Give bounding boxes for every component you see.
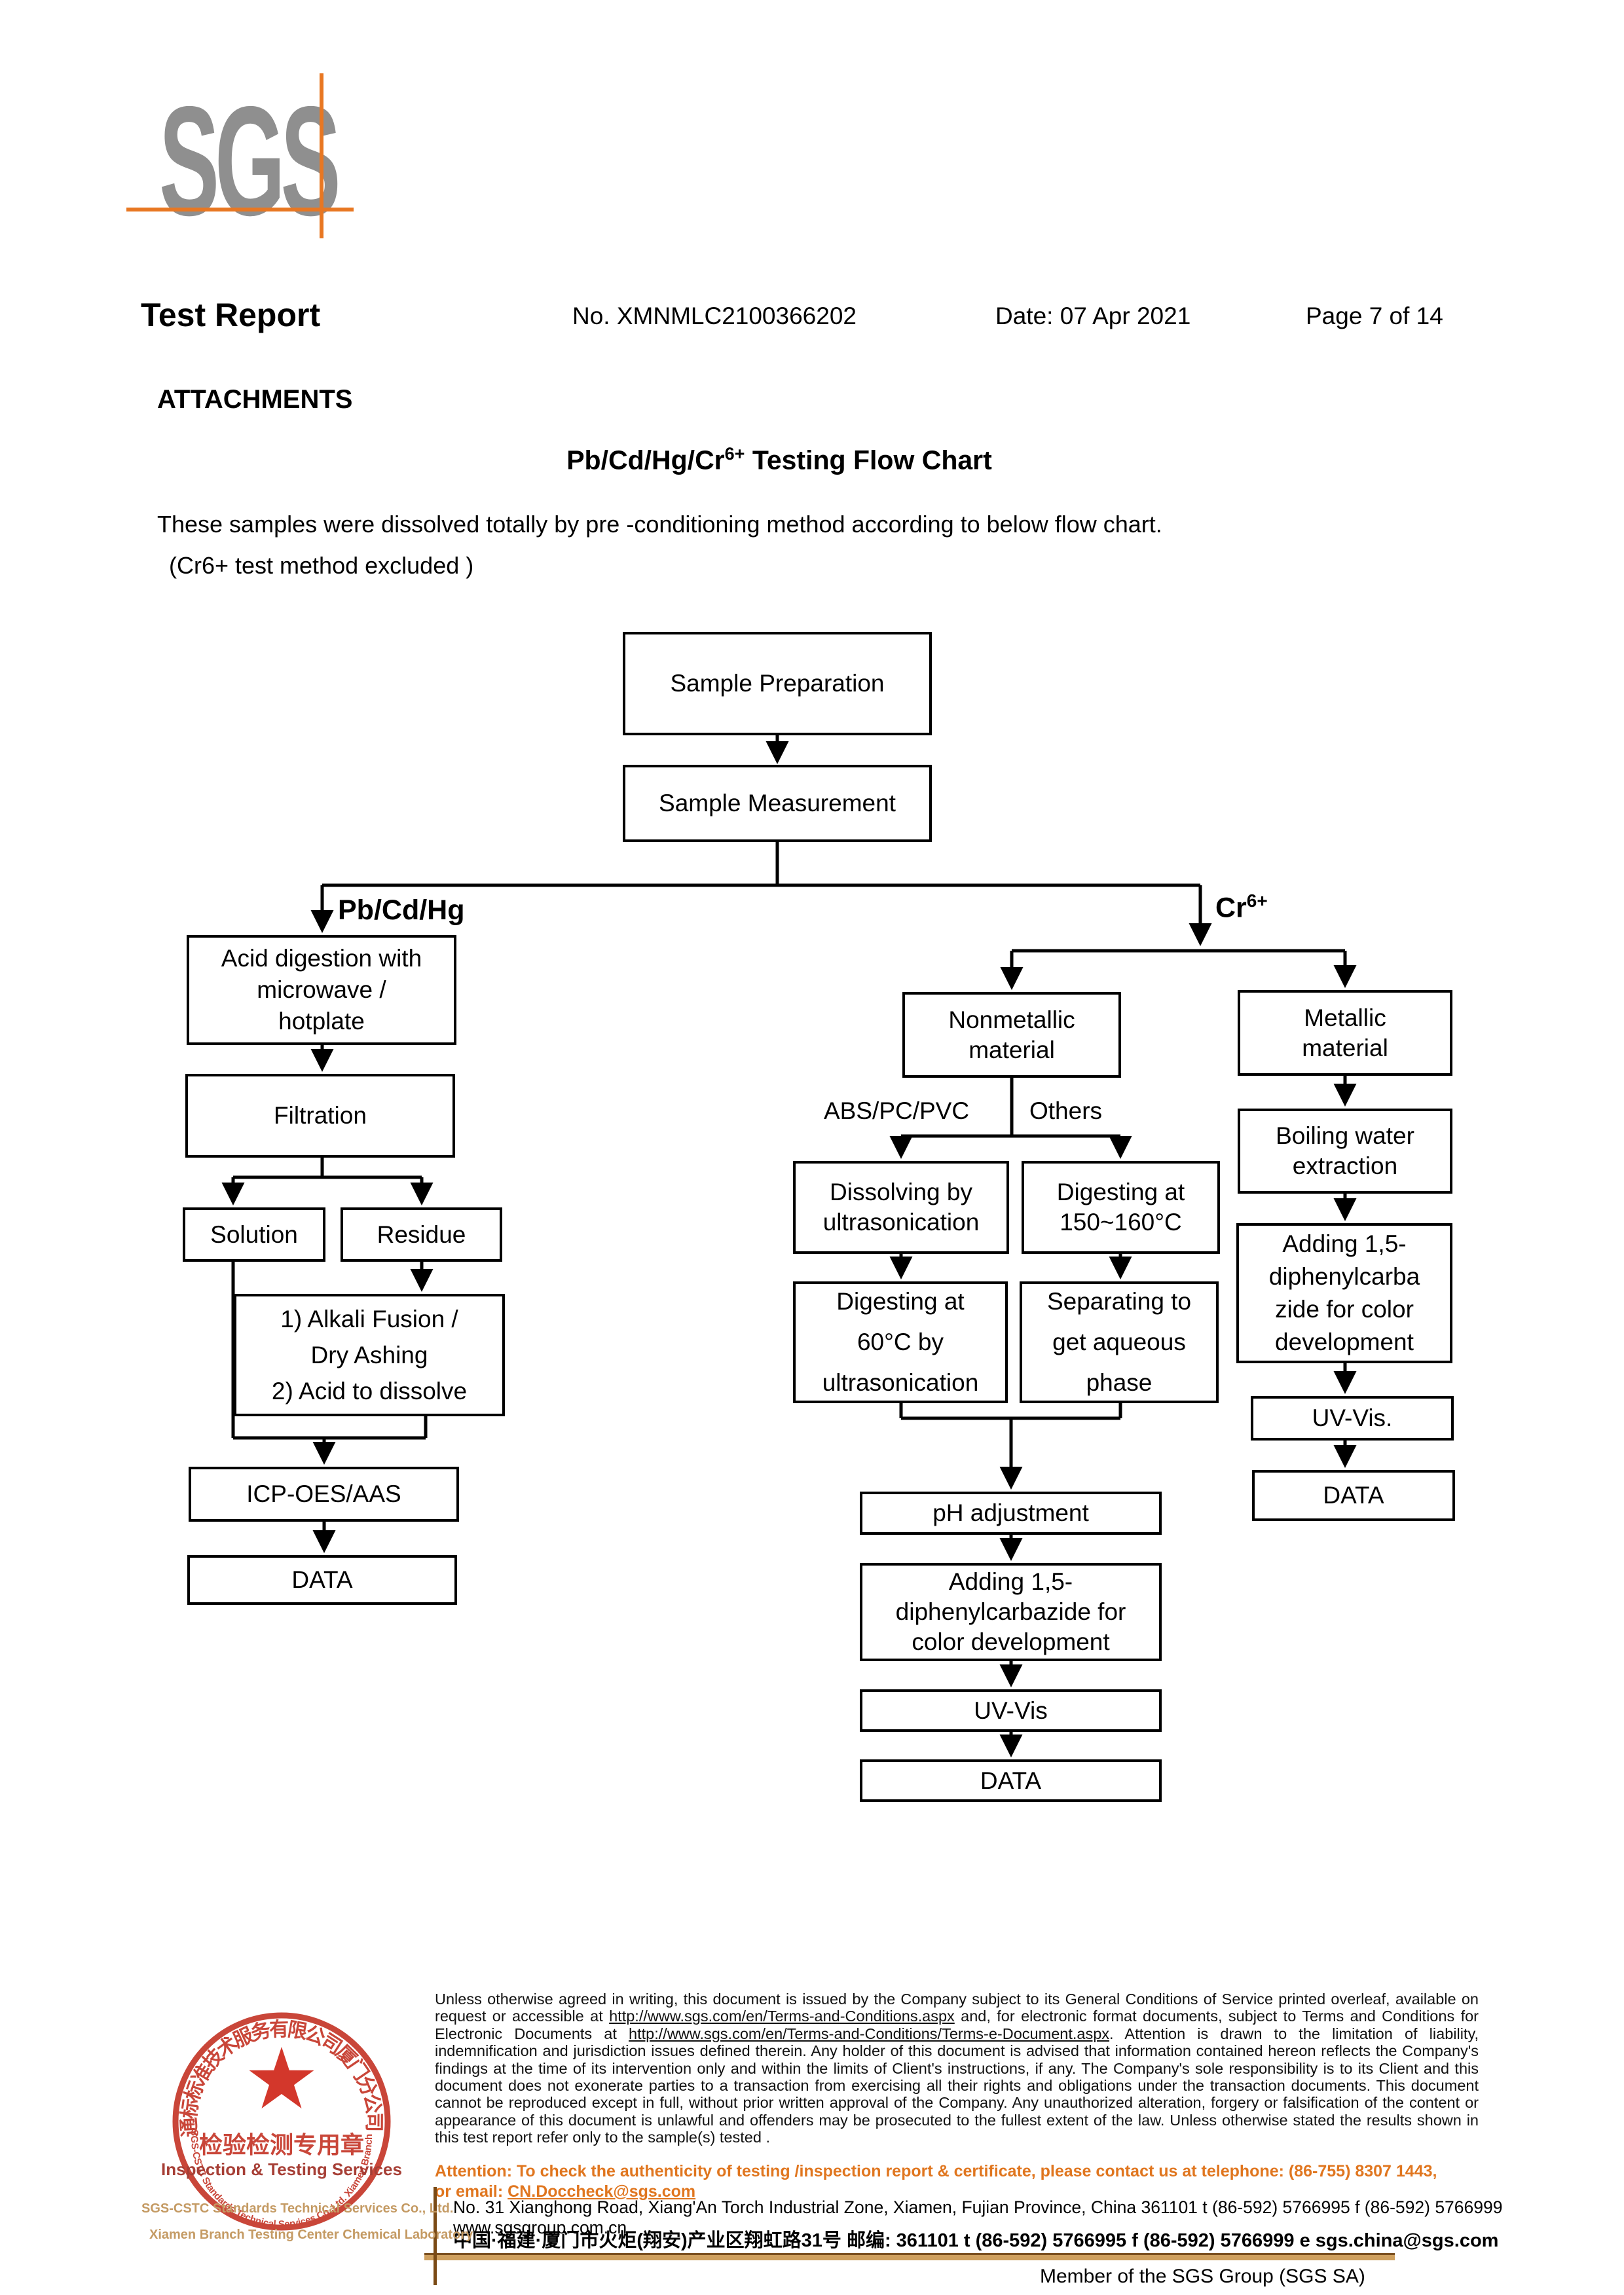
flow-box-digesting-150-160: Digesting at 150~160°C bbox=[1022, 1161, 1220, 1254]
legal-disclaimer: Unless otherwise agreed in writing, this… bbox=[435, 1991, 1479, 2146]
report-number: No. XMNMLC2100366202 bbox=[572, 303, 857, 329]
flow-box-solution: Solution bbox=[183, 1207, 325, 1262]
flow-chart-title: Pb/Cd/Hg/Cr6+ Testing Flow Chart bbox=[566, 444, 992, 475]
attention-line-2: or email: CN.Doccheck@sgs.com bbox=[435, 2182, 696, 2201]
link-text[interactable]: http://www.sgs.com/en/Terms-and-Conditio… bbox=[609, 2008, 955, 2025]
attention-line-1: Attention: To check the authenticity of … bbox=[435, 2162, 1437, 2180]
flow-box-icp-oes-aas: ICP-OES/AAS bbox=[189, 1467, 459, 1522]
page-indicator: Page 7 of 14 bbox=[1306, 303, 1443, 329]
address-chinese: 中国·福建·厦门市火炬(翔安)产业区翔虹路31号 邮编: 361101 t (8… bbox=[453, 2230, 1499, 2251]
footer-bar bbox=[424, 2253, 1395, 2260]
superscript-6plus: 6+ bbox=[724, 444, 745, 464]
description-line-2: (Cr6+ test method excluded ) bbox=[169, 552, 474, 579]
label-others: Others bbox=[1029, 1097, 1103, 1124]
stamp-center-english: Inspection & Testing Services bbox=[161, 2159, 402, 2179]
flow-box-residue: Residue bbox=[341, 1207, 502, 1262]
flow-box-data-left: DATA bbox=[187, 1555, 457, 1605]
star-icon bbox=[249, 2047, 314, 2109]
member-line: Member of the SGS Group (SGS SA) bbox=[1040, 2266, 1365, 2287]
flow-box-dissolving-ultrasonication: Dissolving by ultrasonication bbox=[793, 1161, 1009, 1254]
attachments-heading: ATTACHMENTS bbox=[157, 385, 353, 414]
flow-box-nonmetallic-material: Nonmetallic material bbox=[902, 992, 1121, 1078]
flow-box-adding-diphenylcarbazide-mid: Adding 1,5- diphenylcarbazide for color … bbox=[860, 1563, 1162, 1661]
address-divider-line bbox=[434, 2187, 437, 2285]
flow-box-uv-vis-mid: UV-Vis bbox=[860, 1689, 1162, 1732]
flow-box-acid-digestion: Acid digestion with microwave / hotplate bbox=[187, 935, 456, 1045]
report-date: Date: 07 Apr 2021 bbox=[995, 303, 1191, 329]
logo-vertical-line bbox=[320, 73, 323, 238]
link-text[interactable]: http://www.sgs.com/en/Terms-and-Conditio… bbox=[629, 2025, 1110, 2042]
description-line-1: These samples were dissolved totally by … bbox=[157, 511, 1162, 538]
flow-box-sample-measurement: Sample Measurement bbox=[623, 765, 932, 842]
flow-box-digesting-60: Digesting at 60°C by ultrasonication bbox=[793, 1281, 1008, 1403]
stamp-center-chinese: 检验检测专用章 bbox=[199, 2131, 364, 2158]
flow-box-data-mid: DATA bbox=[860, 1759, 1162, 1802]
flow-box-filtration: Filtration bbox=[185, 1074, 455, 1158]
flow-box-alkali-fusion: 1) Alkali Fusion / Dry Ashing 2) Acid to… bbox=[234, 1294, 505, 1416]
flow-box-metallic-material: Metallic material bbox=[1238, 990, 1452, 1076]
flow-box-ph-adjustment: pH adjustment bbox=[860, 1492, 1162, 1535]
label-cr6: Cr6+ bbox=[1215, 890, 1268, 924]
link-text[interactable]: CN.Doccheck@sgs.com bbox=[507, 2182, 696, 2201]
report-title: Test Report bbox=[141, 297, 321, 333]
flow-box-separating-aqueous: Separating to get aqueous phase bbox=[1020, 1281, 1219, 1403]
flow-box-data-right: DATA bbox=[1252, 1470, 1455, 1521]
label-abs-pc-pvc: ABS/PC/PVC bbox=[824, 1097, 970, 1124]
company-line-1: SGS-CSTC Standards Technical Services Co… bbox=[141, 2201, 454, 2216]
logo-horizontal-line bbox=[126, 208, 354, 211]
flow-box-uv-vis-right: UV-Vis. bbox=[1251, 1396, 1454, 1441]
company-line-2: Xiamen Branch Testing Center Chemical La… bbox=[149, 2228, 473, 2242]
flow-box-boiling-water-extraction: Boiling water extraction bbox=[1238, 1109, 1452, 1194]
address-english: No. 31 Xianghong Road, Xiang'An Torch In… bbox=[453, 2197, 1503, 2237]
flow-box-sample-preparation: Sample Preparation bbox=[623, 632, 932, 735]
flow-box-adding-diphenylcarbazide-right: Adding 1,5- diphenylcarba zide for color… bbox=[1236, 1223, 1452, 1363]
sgs-logo: SGS bbox=[159, 75, 341, 248]
label-pb-cd-hg: Pb/Cd/Hg bbox=[338, 894, 465, 926]
